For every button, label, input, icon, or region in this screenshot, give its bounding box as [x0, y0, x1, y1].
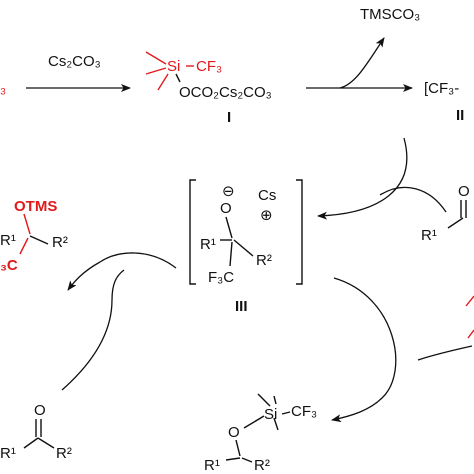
int3-number: III	[235, 298, 248, 315]
int3-c-r2-bond	[233, 239, 254, 257]
int4-si-methyl-3	[273, 417, 279, 431]
cf3-cut-left-label: ₃	[0, 80, 6, 97]
ketone-r2-label: R²	[56, 445, 72, 462]
si-methyl-bond-1	[145, 51, 167, 65]
int4-si-methyl-2	[273, 395, 277, 405]
int1-number: I	[227, 109, 231, 126]
product-c-r2-bond	[29, 235, 49, 245]
right-ketone-o: O	[458, 183, 470, 200]
int3-o-c-bond	[225, 216, 233, 239]
int3-o-label: O	[220, 200, 232, 217]
cycle-side-arrow	[417, 345, 473, 361]
si-methyl-bond-3	[157, 73, 169, 91]
product-f3c-label: ₃C	[0, 257, 18, 274]
right-bracket	[296, 179, 303, 285]
product-r1-label: R¹	[0, 232, 16, 249]
int3-c-cf3-bond	[229, 241, 233, 267]
int4-si-methyl-1	[257, 393, 271, 407]
int3-cs-label: Cs	[258, 187, 276, 204]
int4-si-cf3-bond	[281, 411, 291, 415]
intermediate-1: Si CF₃ OCO₂Cs₂CO₃ I	[145, 51, 272, 126]
int4-r2-label: R²	[254, 457, 270, 474]
ketone-o-label: O	[34, 402, 46, 419]
int3-minus-label: ⊖	[222, 183, 235, 200]
product-tms-ether: OTMS R¹ R² ₃C	[0, 198, 68, 274]
ketone-c-r2-bond	[37, 437, 55, 449]
intermediate-4: Si CF₃ O R¹ R²	[204, 393, 317, 474]
int4-c-r1-bond	[225, 457, 241, 461]
int4-o-label: O	[228, 424, 240, 441]
int2-label: [CF₃-	[424, 80, 459, 97]
right-ketone-r1-bond	[447, 217, 464, 229]
int4-o-c-bond	[235, 439, 241, 457]
arrow-to-intermediate-3	[317, 137, 408, 220]
product-otms-label: OTMS	[14, 198, 57, 215]
int4-r1-label: R¹	[204, 457, 220, 474]
product-r2-label: R²	[52, 234, 68, 251]
red-cut-mark	[465, 295, 474, 307]
ketone-to-product-arrow	[61, 269, 125, 391]
int1-si-label: Si	[167, 58, 180, 75]
int3-r2-label: R²	[256, 252, 272, 269]
int2-number: II	[456, 107, 464, 124]
left-bracket	[189, 179, 196, 285]
ketone-entry-arrow	[379, 186, 447, 213]
ketone-c-r1-bond	[23, 437, 39, 449]
int3-plus-label: ⊕	[260, 207, 273, 224]
int1-cf3-label: CF₃	[196, 58, 222, 75]
int4-cf3-label: CF₃	[291, 403, 317, 420]
arrow-to-intermediate-4	[331, 277, 397, 423]
intermediate-3: O ⊖ Cs ⊕ R¹ R² F₃C III	[189, 179, 303, 315]
int4-si-label: Si	[264, 406, 277, 423]
reagent-cs2co3-label: Cs₂CO₃	[48, 53, 101, 70]
arrow-to-product	[99, 252, 177, 269]
ketone-r1-label: R¹	[0, 445, 16, 462]
right-ketone-r1: R¹	[421, 227, 437, 244]
red-cut-mark-2	[467, 329, 474, 339]
int4-o-si-bond	[243, 415, 265, 429]
right-ketone: O R¹	[421, 183, 470, 244]
int1-oco-label: OCO₂Cs₂CO₃	[179, 84, 272, 101]
bottom-ketone: O R¹ R²	[0, 402, 72, 462]
int4-c-r2-bond	[241, 457, 253, 463]
int3-r1-label: R¹	[200, 236, 216, 253]
product-c-cf3-bond	[19, 237, 29, 255]
byproduct-tmsco3-label: TMSCO₃	[360, 6, 420, 23]
si-o-bond	[175, 73, 181, 83]
byproduct-release-arrow	[339, 37, 385, 89]
int3-f3c-label: F₃C	[208, 269, 234, 286]
si-methyl-bond-2	[145, 67, 167, 75]
arrow-to-product-end	[67, 261, 101, 291]
product-o-c-bond	[23, 213, 31, 235]
